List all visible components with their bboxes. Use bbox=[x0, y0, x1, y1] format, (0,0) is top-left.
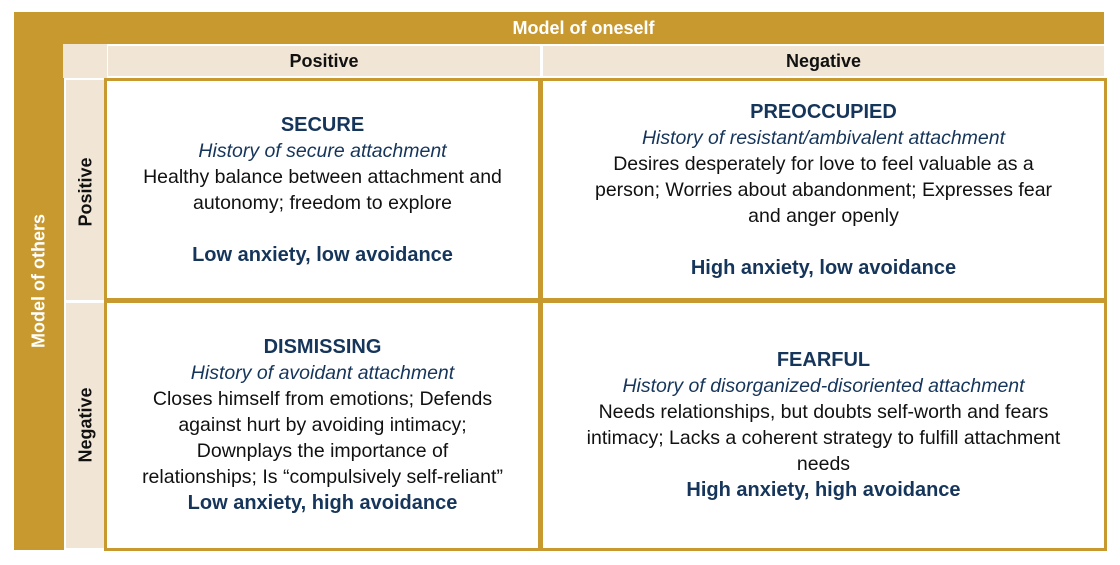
quadrant-preoccupied: PREOCCUPIED History of resistant/ambival… bbox=[543, 81, 1104, 298]
quadrant-grid bbox=[104, 78, 1107, 551]
preoccupied-title: PREOCCUPIED bbox=[750, 100, 897, 123]
column-header-positive: Positive bbox=[108, 46, 540, 76]
quadrant-fearful: FEARFUL History of disorganized-disorien… bbox=[543, 303, 1104, 547]
preoccupied-description-line: and anger openly bbox=[748, 204, 899, 227]
fearful-title: FEARFUL bbox=[776, 349, 871, 371]
fearful-description-line: intimacy; Lacks a coherent strategy to f… bbox=[586, 427, 1061, 449]
secure-history: History of secure attachment bbox=[198, 139, 447, 162]
corner-cell bbox=[63, 44, 107, 78]
quadrant-dismissing: DISMISSING History of avoidant attachmen… bbox=[107, 303, 538, 547]
preoccupied-summary: High anxiety, low avoidance bbox=[690, 256, 957, 279]
model-of-others-label: Model of others bbox=[28, 214, 49, 348]
secure-summary: Low anxiety, low avoidance bbox=[192, 243, 453, 266]
grid-vertical-divider bbox=[538, 80, 543, 550]
dismissing-description-line: Downplays the importance of bbox=[196, 440, 449, 462]
grid-horizontal-divider bbox=[106, 298, 1105, 303]
row-header-negative bbox=[66, 303, 106, 548]
dismissing-description-line: Closes himself from emotions; Defends bbox=[152, 388, 493, 410]
secure-description-line: Healthy balance between attachment and bbox=[143, 165, 502, 188]
column-header-negative-label: Negative bbox=[785, 50, 862, 71]
dismissing-title: DISMISSING bbox=[263, 336, 382, 358]
dismissing-description-line: against hurt by avoiding intimacy; bbox=[178, 414, 467, 436]
fearful-description-line: Needs relationships, but doubts self-wor… bbox=[598, 401, 1049, 423]
model-of-oneself-label: Model of oneself bbox=[512, 17, 655, 38]
model-of-oneself-band: Model of oneself bbox=[63, 12, 1104, 44]
dismissing-description-line: relationships; Is “compulsively self-rel… bbox=[142, 466, 503, 488]
column-header-negative: Negative bbox=[543, 46, 1104, 76]
dismissing-history: History of avoidant attachment bbox=[190, 362, 455, 384]
preoccupied-description-line: Desires desperately for love to feel val… bbox=[613, 152, 1034, 175]
quadrant-secure: SECURE History of secure attachment Heal… bbox=[107, 81, 538, 298]
fearful-description-line: needs bbox=[796, 453, 851, 475]
fearful-summary: High anxiety, high avoidance bbox=[686, 479, 961, 501]
column-header-positive-label: Positive bbox=[289, 50, 359, 71]
row-header-negative-label: Negative bbox=[75, 387, 96, 463]
model-of-others-band bbox=[14, 12, 64, 550]
dismissing-summary: Low anxiety, high avoidance bbox=[187, 492, 458, 514]
preoccupied-description-line: person; Worries about abandonment; Expre… bbox=[594, 178, 1053, 201]
row-header-positive-label: Positive bbox=[75, 157, 96, 227]
fearful-history: History of disorganized-disoriented atta… bbox=[622, 375, 1025, 397]
secure-description-line: autonomy; freedom to explore bbox=[192, 191, 453, 214]
preoccupied-history: History of resistant/ambivalent attachme… bbox=[641, 126, 1006, 149]
row-header-positive bbox=[66, 80, 106, 300]
secure-title: SECURE bbox=[280, 113, 365, 136]
